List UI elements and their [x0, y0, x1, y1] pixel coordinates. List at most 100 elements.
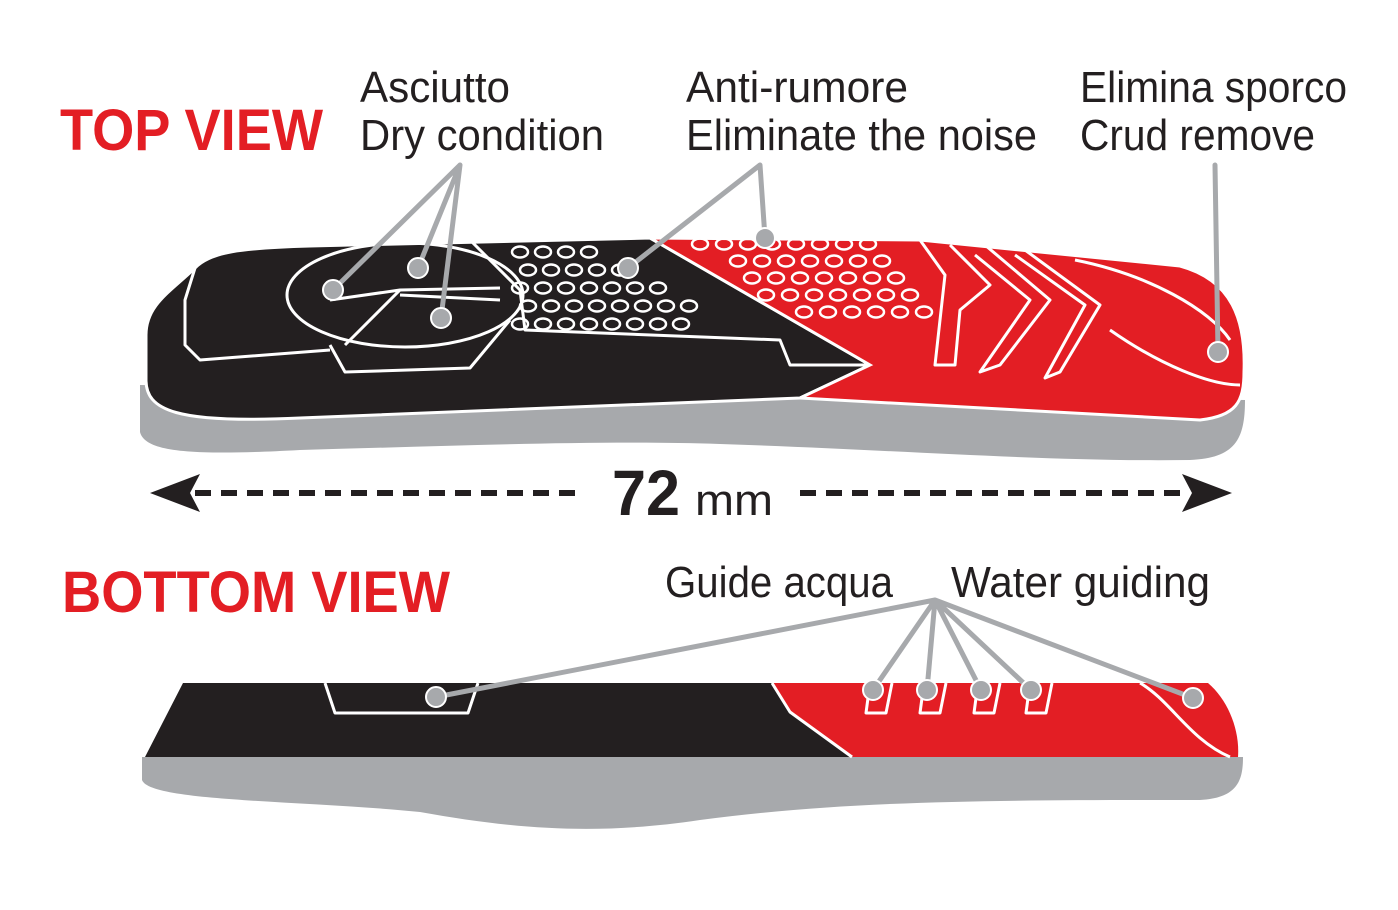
- noise-dot: [679, 299, 699, 313]
- leaders-crud: [1207, 162, 1229, 363]
- dry-channel-ring: [285, 241, 525, 349]
- noise-dot: [510, 245, 530, 259]
- label-noise-it: Anti-rumore: [686, 63, 908, 112]
- noise-dot: [834, 237, 854, 251]
- label-crud-it: Elimina sporco: [1080, 63, 1347, 112]
- bottom-pad: [142, 681, 1243, 829]
- noise-dot: [852, 288, 872, 302]
- leader-dot: [407, 257, 429, 279]
- noise-dot: [579, 281, 599, 295]
- noise-dot: [602, 281, 622, 295]
- leader-dot: [1207, 341, 1229, 363]
- noise-dot: [633, 299, 653, 313]
- leader-dot: [754, 227, 776, 249]
- leaders-noise: [617, 162, 776, 279]
- noise-dots: [510, 237, 934, 331]
- noise-dot: [848, 254, 868, 268]
- noise-dot: [824, 254, 844, 268]
- noise-dot: [610, 299, 630, 313]
- noise-dot: [786, 237, 806, 251]
- noise-dot: [579, 245, 599, 259]
- noise-dot: [579, 317, 599, 331]
- noise-dot: [728, 254, 748, 268]
- noise-dot: [656, 299, 676, 313]
- label-noise-en: Eliminate the noise: [686, 111, 1037, 160]
- noise-dot: [800, 254, 820, 268]
- noise-dot: [587, 263, 607, 277]
- dimension-arrow: 72 mm: [150, 457, 1232, 529]
- bottom-pad-black: [145, 683, 852, 757]
- noise-dot: [776, 254, 796, 268]
- top-pad: [140, 236, 1246, 461]
- noise-dot: [541, 263, 561, 277]
- noise-dot: [625, 317, 645, 331]
- leader-dot: [1182, 687, 1204, 709]
- noise-dot: [872, 254, 892, 268]
- leader-dot: [425, 686, 447, 708]
- noise-dot: [752, 254, 772, 268]
- noise-dot: [564, 263, 584, 277]
- bottom-view-title: BOTTOM VIEW: [62, 560, 450, 625]
- noise-dot: [914, 305, 934, 319]
- label-water-en: Water guiding: [951, 558, 1210, 607]
- noise-dot: [533, 317, 553, 331]
- leader-dot: [322, 279, 344, 301]
- noise-dot: [842, 305, 862, 319]
- noise-dot: [648, 281, 668, 295]
- noise-dot: [810, 237, 830, 251]
- leader-dot: [617, 257, 639, 279]
- noise-dot: [838, 271, 858, 285]
- arrow-right-icon: [1182, 474, 1232, 512]
- noise-dot: [818, 305, 838, 319]
- noise-dot: [714, 237, 734, 251]
- noise-dot: [533, 245, 553, 259]
- leader-dot: [916, 679, 938, 701]
- noise-dot: [858, 237, 878, 251]
- noise-dot: [790, 271, 810, 285]
- noise-dot: [804, 288, 824, 302]
- leaders-dry: [322, 162, 463, 329]
- label-water-it: Guide acqua: [665, 558, 893, 607]
- label-dry-it: Asciutto: [360, 63, 510, 112]
- noise-dot: [886, 271, 906, 285]
- noise-dot: [556, 281, 576, 295]
- noise-dot: [876, 288, 896, 302]
- noise-dot: [648, 317, 668, 331]
- noise-dot: [890, 305, 910, 319]
- bottom-pad-red: [772, 683, 1239, 757]
- noise-dot: [742, 271, 762, 285]
- noise-dot: [866, 305, 886, 319]
- label-dry-en: Dry condition: [360, 111, 604, 160]
- noise-dot: [518, 263, 538, 277]
- leader-dot: [430, 307, 452, 329]
- noise-dot: [671, 317, 691, 331]
- arrow-left-icon: [150, 474, 200, 512]
- noise-dot: [900, 288, 920, 302]
- noise-dot: [533, 281, 553, 295]
- noise-dot: [556, 317, 576, 331]
- noise-dot: [510, 281, 530, 295]
- noise-dot: [541, 299, 561, 313]
- top-view-title: TOP VIEW: [60, 98, 323, 163]
- label-crud-en: Crud remove: [1080, 111, 1315, 160]
- noise-dot: [766, 271, 786, 285]
- dimension-value: 72: [612, 457, 680, 529]
- leader-dot: [1020, 679, 1042, 701]
- noise-dot: [518, 299, 538, 313]
- noise-dot: [625, 281, 645, 295]
- dimension-unit: mm: [695, 476, 773, 525]
- leaders-water: [425, 597, 1204, 709]
- leader-dot: [970, 679, 992, 701]
- noise-dot: [510, 317, 530, 331]
- noise-dot: [756, 288, 776, 302]
- noise-dot: [862, 271, 882, 285]
- noise-dot: [780, 288, 800, 302]
- noise-dot: [602, 317, 622, 331]
- noise-dot: [814, 271, 834, 285]
- noise-dot: [794, 305, 814, 319]
- leader-dot: [862, 679, 884, 701]
- noise-dot: [828, 288, 848, 302]
- noise-dot: [564, 299, 584, 313]
- bottom-pad-base: [142, 757, 1243, 829]
